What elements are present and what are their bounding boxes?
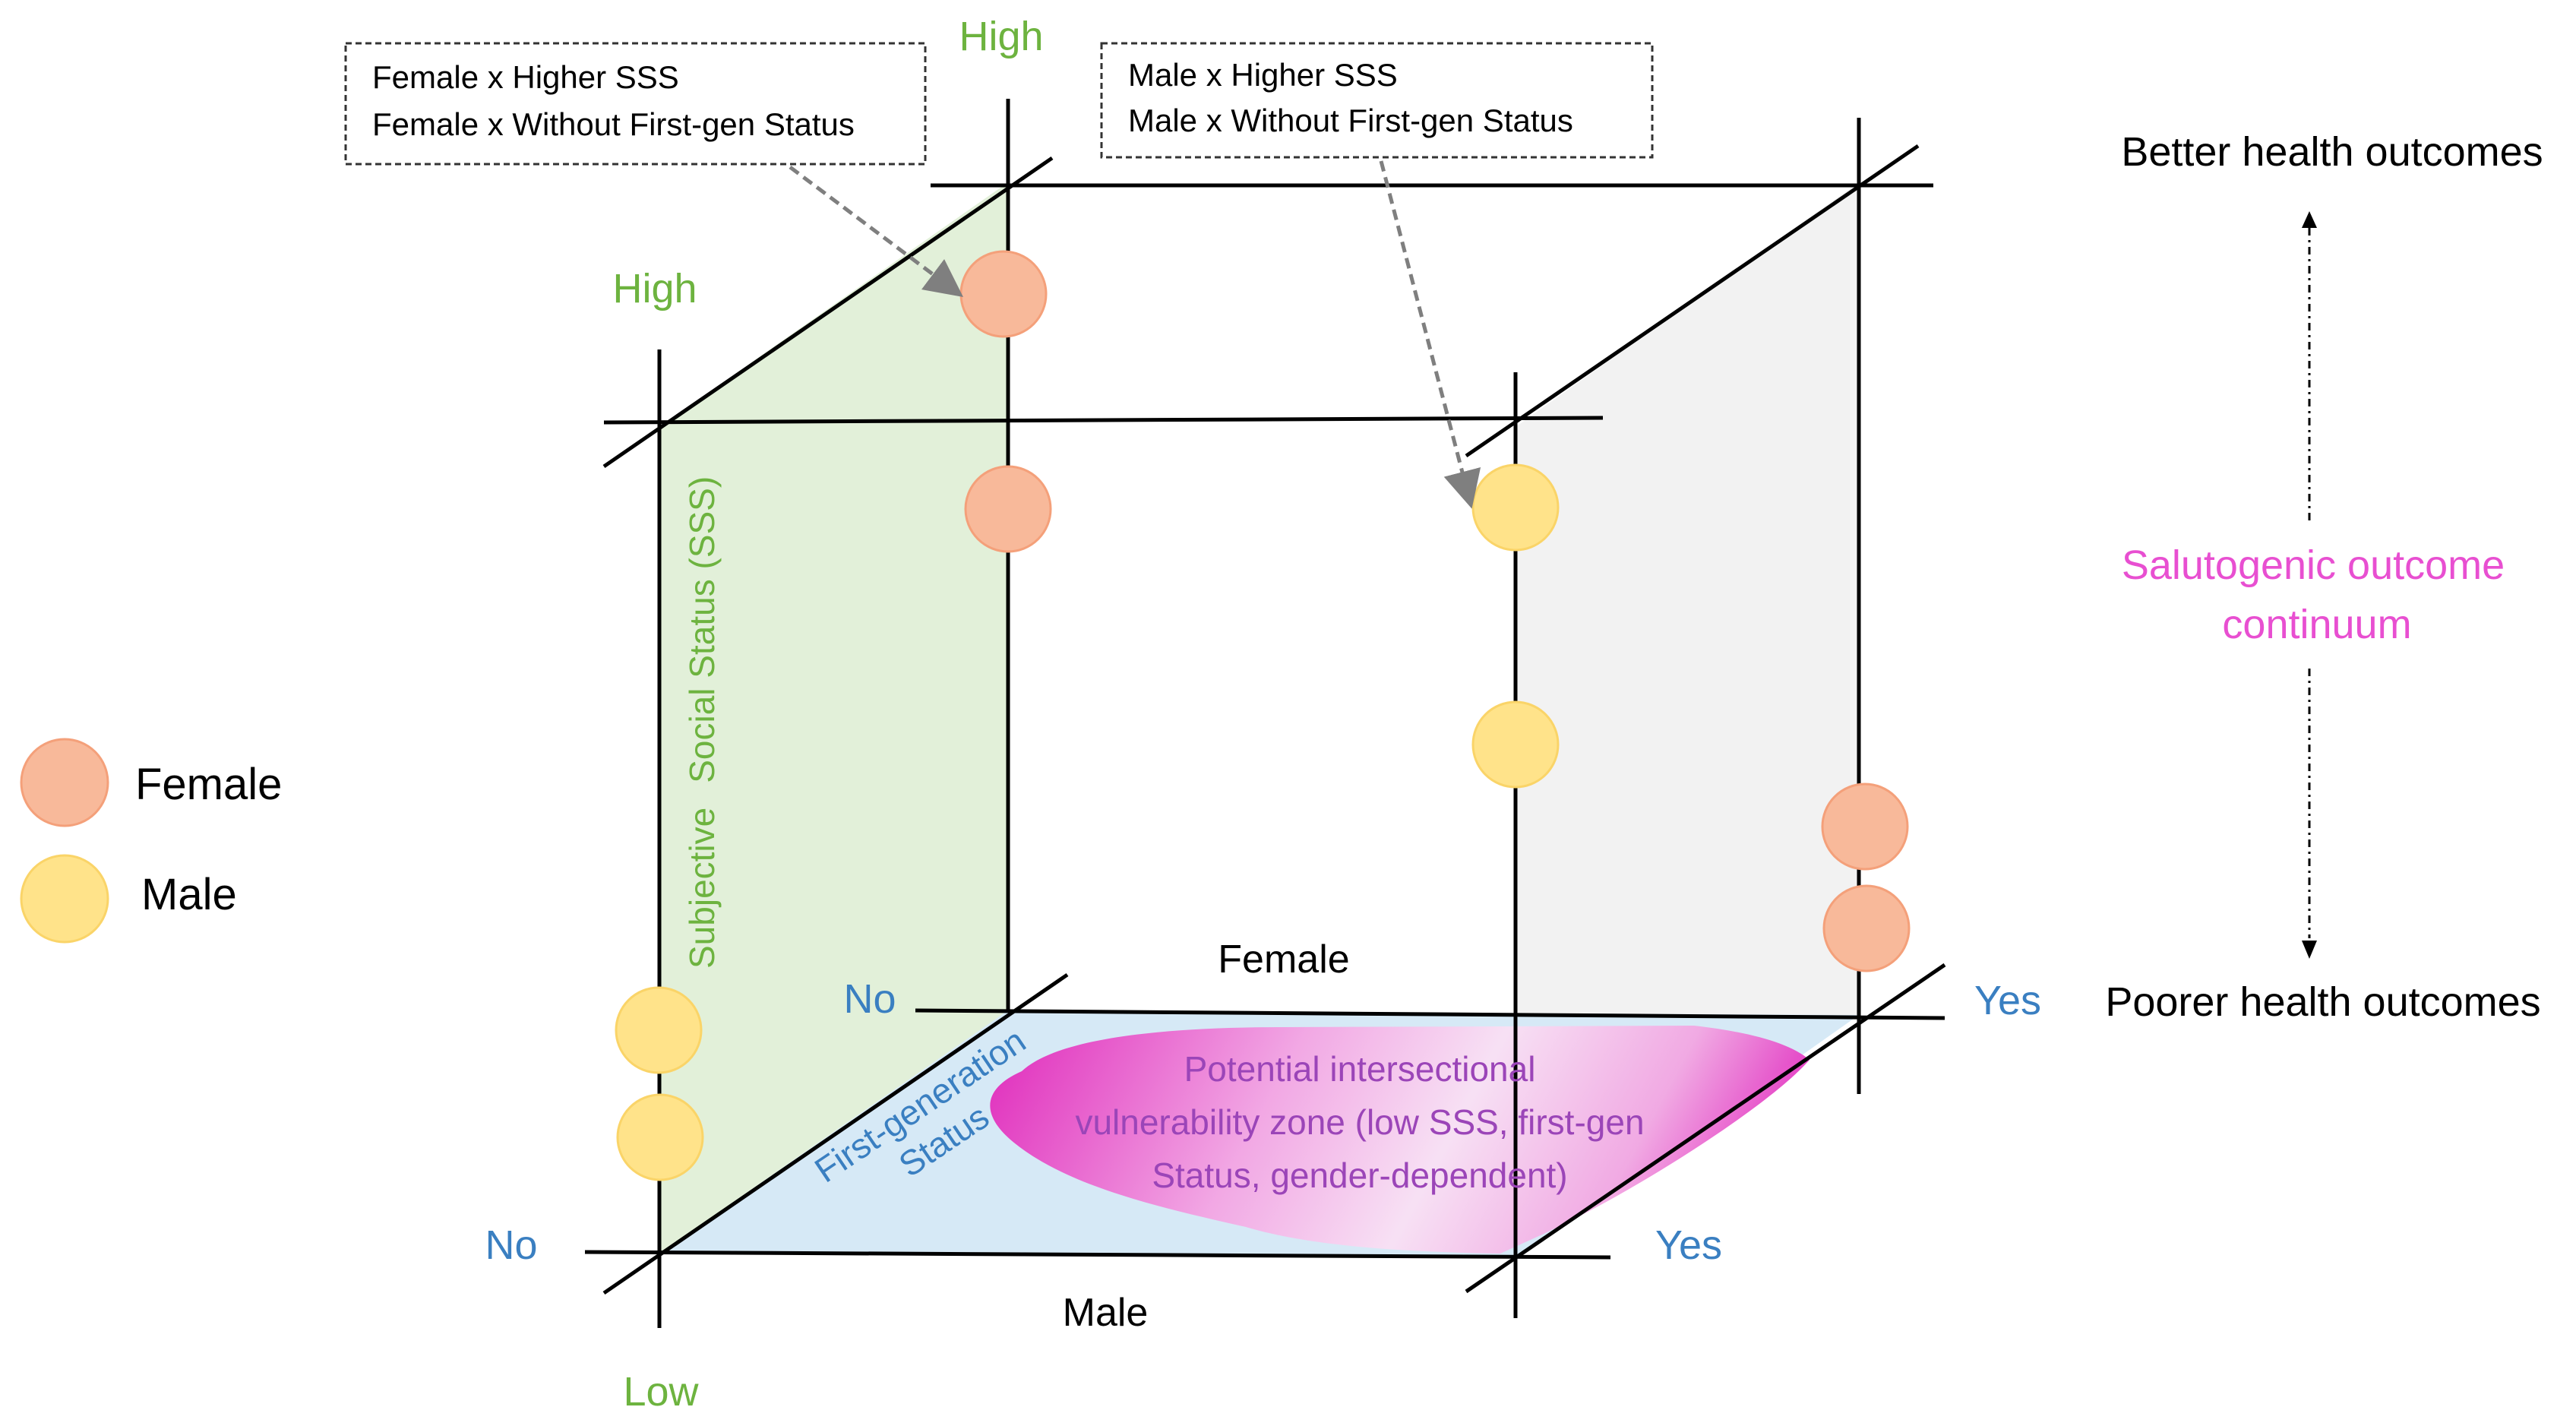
continuum-label-line1: Salutogenic outcome <box>2122 542 2505 588</box>
continuum-arrow-down-icon <box>2302 941 2317 959</box>
sss-low-label: Low <box>623 1369 699 1415</box>
gender-male-label: Male <box>1063 1291 1149 1335</box>
female-point <box>959 250 1048 338</box>
male-point <box>1471 700 1560 789</box>
sss-axis-title: Subjective Social Status (SSS) <box>682 476 722 969</box>
legend-female-label: Female <box>135 760 282 809</box>
legend: Female Male <box>20 738 282 944</box>
female-point <box>964 465 1052 553</box>
female-callout-box <box>344 42 927 166</box>
female-callout-line1: Female x Higher SSS <box>372 59 679 95</box>
better-outcomes-label: Better health outcomes <box>2121 129 2543 175</box>
gender-female-label: Female <box>1218 937 1349 982</box>
right-plane <box>1516 182 1859 1015</box>
sss-high-front-label: High <box>612 266 697 311</box>
first-gen-yes-front-label: Yes <box>1655 1222 1722 1268</box>
legend-female-swatch <box>20 738 109 827</box>
male-point <box>1471 463 1560 552</box>
first-gen-no-front-label: No <box>485 1222 537 1268</box>
female-callout-arrow <box>789 166 963 297</box>
sss-axis-title-part2: Social Status (SSS) <box>682 476 722 783</box>
legend-male-swatch <box>20 854 109 944</box>
first-gen-yes-back-label: Yes <box>1974 978 2041 1023</box>
poorer-outcomes-label: Poorer health outcomes <box>2105 979 2540 1025</box>
female-point <box>1821 783 1909 871</box>
male-callout-line2: Male x Without First-gen Status <box>1128 103 1573 138</box>
first-gen-no-back-label: No <box>843 976 896 1022</box>
sss-axis-title-part1: Subjective <box>682 808 722 969</box>
legend-male-label: Male <box>141 870 237 919</box>
sss-plane <box>659 182 1008 1254</box>
data-points <box>615 250 1911 1181</box>
sss-high-back-label: High <box>959 14 1043 59</box>
female-point <box>1822 884 1911 972</box>
male-callout-box <box>1100 42 1654 159</box>
zone-text-line3: Status, gender-dependent) <box>1152 1156 1567 1195</box>
male-callout-arrow <box>1379 160 1481 509</box>
zone-text-line1: Potential intersectional <box>1184 1049 1536 1089</box>
cube-lines <box>584 99 1946 1328</box>
female-callout-line2: Female x Without First-gen Status <box>372 106 855 142</box>
zone-text-line2: vulnerability zone (low SSS, first-gen <box>1075 1102 1644 1142</box>
continuum-arrow-up-icon <box>2302 211 2317 228</box>
male-point <box>616 1093 704 1181</box>
male-point <box>615 986 703 1074</box>
continuum-label-line2: continuum <box>2222 602 2411 647</box>
male-callout-line1: Male x Higher SSS <box>1128 57 1398 93</box>
